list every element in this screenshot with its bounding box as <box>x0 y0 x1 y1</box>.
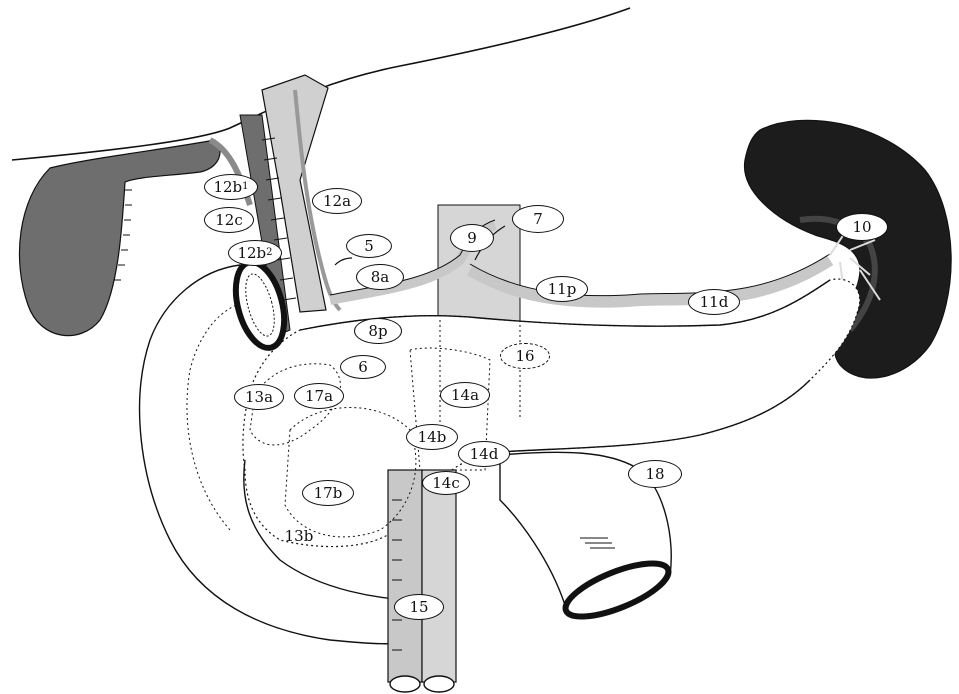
label-14a-text: 14a <box>451 388 479 403</box>
label-12c-text: 12c <box>215 213 243 228</box>
label-12b2-sub: 2 <box>266 248 272 258</box>
right-gastric-branch <box>335 258 352 265</box>
label-11d-text: 11d <box>700 295 729 310</box>
label-11d: 11d <box>688 289 740 315</box>
label-8a-text: 8a <box>371 270 390 285</box>
label-14c: 14c <box>422 471 470 495</box>
label-17b: 17b <box>302 480 354 506</box>
sma-vessel <box>422 470 456 682</box>
label-5-text: 5 <box>364 239 374 254</box>
label-7-text: 7 <box>533 212 543 227</box>
label-12a-text: 12a <box>323 194 351 209</box>
label-16-text: 16 <box>515 349 534 364</box>
label-17a: 17a <box>294 383 344 409</box>
label-14d-text: 14d <box>470 447 499 462</box>
label-15-text: 15 <box>409 600 428 615</box>
label-18: 18 <box>628 460 682 488</box>
label-17a-text: 17a <box>305 389 333 404</box>
label-15: 15 <box>394 594 444 620</box>
label-13a: 13a <box>234 384 284 410</box>
label-5: 5 <box>346 234 392 258</box>
label-14d: 14d <box>458 441 510 467</box>
label-6: 6 <box>340 355 386 379</box>
label-13b-text: 13b <box>285 529 314 544</box>
label-12c: 12c <box>204 207 254 233</box>
label-14a: 14a <box>440 382 490 408</box>
label-17b-text: 17b <box>314 486 343 501</box>
label-10-text: 10 <box>852 220 871 235</box>
gallbladder-shape <box>19 140 220 336</box>
label-12b2-text: 12b <box>237 246 266 261</box>
label-7: 7 <box>512 205 564 233</box>
label-16: 16 <box>500 343 550 369</box>
label-18-text: 18 <box>645 467 664 482</box>
sma-end <box>424 676 454 692</box>
label-14b: 14b <box>406 424 458 450</box>
label-9: 9 <box>450 224 494 252</box>
splenic-artery <box>470 260 830 302</box>
label-12b1-sub: 1 <box>242 182 248 192</box>
label-9-text: 9 <box>467 231 477 246</box>
label-8a: 8a <box>356 264 404 290</box>
label-14b-text: 14b <box>418 430 447 445</box>
label-13a-text: 13a <box>245 390 273 405</box>
label-8p: 8p <box>354 318 402 344</box>
smv-end <box>390 676 420 692</box>
label-12b1-text: 12b <box>213 180 242 195</box>
label-11p-text: 11p <box>548 282 577 297</box>
label-8p-text: 8p <box>368 324 387 339</box>
label-6-text: 6 <box>358 360 368 375</box>
label-10: 10 <box>836 213 888 241</box>
label-13b: 13b <box>274 523 324 549</box>
label-14c-text: 14c <box>432 476 460 491</box>
label-12a: 12a <box>312 188 362 214</box>
label-11p: 11p <box>536 276 588 302</box>
